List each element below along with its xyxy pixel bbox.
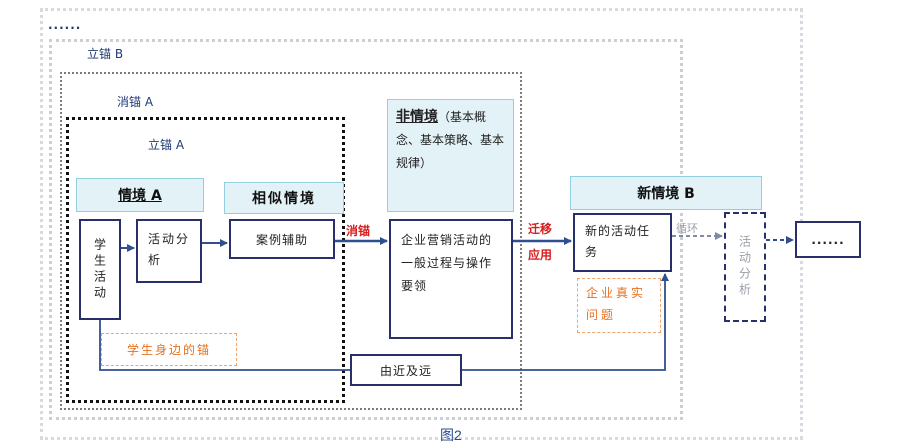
qianyi-arrow-label: 迁移 bbox=[528, 222, 553, 236]
xiangsi-qingjing-header: 相似情境 bbox=[224, 182, 344, 214]
huodong-fenxi-box: 活动分析 bbox=[136, 219, 202, 283]
li-mao-a-label: 立锚 A bbox=[148, 138, 185, 152]
xunhuan-arrow-label: 循环 bbox=[676, 222, 698, 235]
top-dots-label: ...... bbox=[48, 18, 82, 32]
li-mao-b-frame bbox=[49, 39, 683, 420]
xiao-mao-a-label: 消锚 A bbox=[117, 95, 154, 109]
xiao-mao-arrow-label: 消锚 bbox=[346, 224, 371, 238]
huodong-fenxi-2-box: 活动分析 bbox=[724, 212, 766, 322]
fei-qingjing-desc: （基本概念、基本策略、基本规律） bbox=[396, 110, 505, 170]
xin-huodong-renwu-box: 新的活动任务 bbox=[573, 213, 672, 272]
line-youjin-to-xin bbox=[462, 273, 669, 371]
qingjing-a-header: 情境 A bbox=[76, 178, 204, 212]
xin-qingjing-b-header: 新情境 B bbox=[570, 176, 762, 210]
you-jin-ji-yuan-box: 由近及远 bbox=[350, 354, 462, 386]
qingjing-a-title: 情境 A bbox=[118, 188, 162, 204]
qiye-yingxiao-box: 企业营销活动的一般过程与操作要领 bbox=[389, 219, 513, 339]
xuesheng-shenbian-note: 学生身边的锚 bbox=[101, 333, 237, 366]
qiye-zhenshi-note: 企业真实问题 bbox=[577, 278, 661, 333]
yingyong-arrow-label: 应用 bbox=[528, 248, 553, 262]
li-mao-a-frame bbox=[66, 117, 345, 403]
li-mao-b-label: 立锚 B bbox=[87, 47, 124, 61]
xuesheng-huodong-box: 学生活动 bbox=[79, 219, 121, 320]
ellipsis-end-box: ...... bbox=[795, 221, 861, 258]
line-to-youjin bbox=[99, 320, 350, 371]
fei-qingjing-title: 非情境 bbox=[396, 109, 438, 125]
anli-fuzhu-box: 案例辅助 bbox=[229, 219, 335, 259]
figure-caption: 图2 bbox=[440, 427, 462, 443]
fei-qingjing-header: 非情境（基本概念、基本策略、基本规律） bbox=[387, 99, 514, 212]
